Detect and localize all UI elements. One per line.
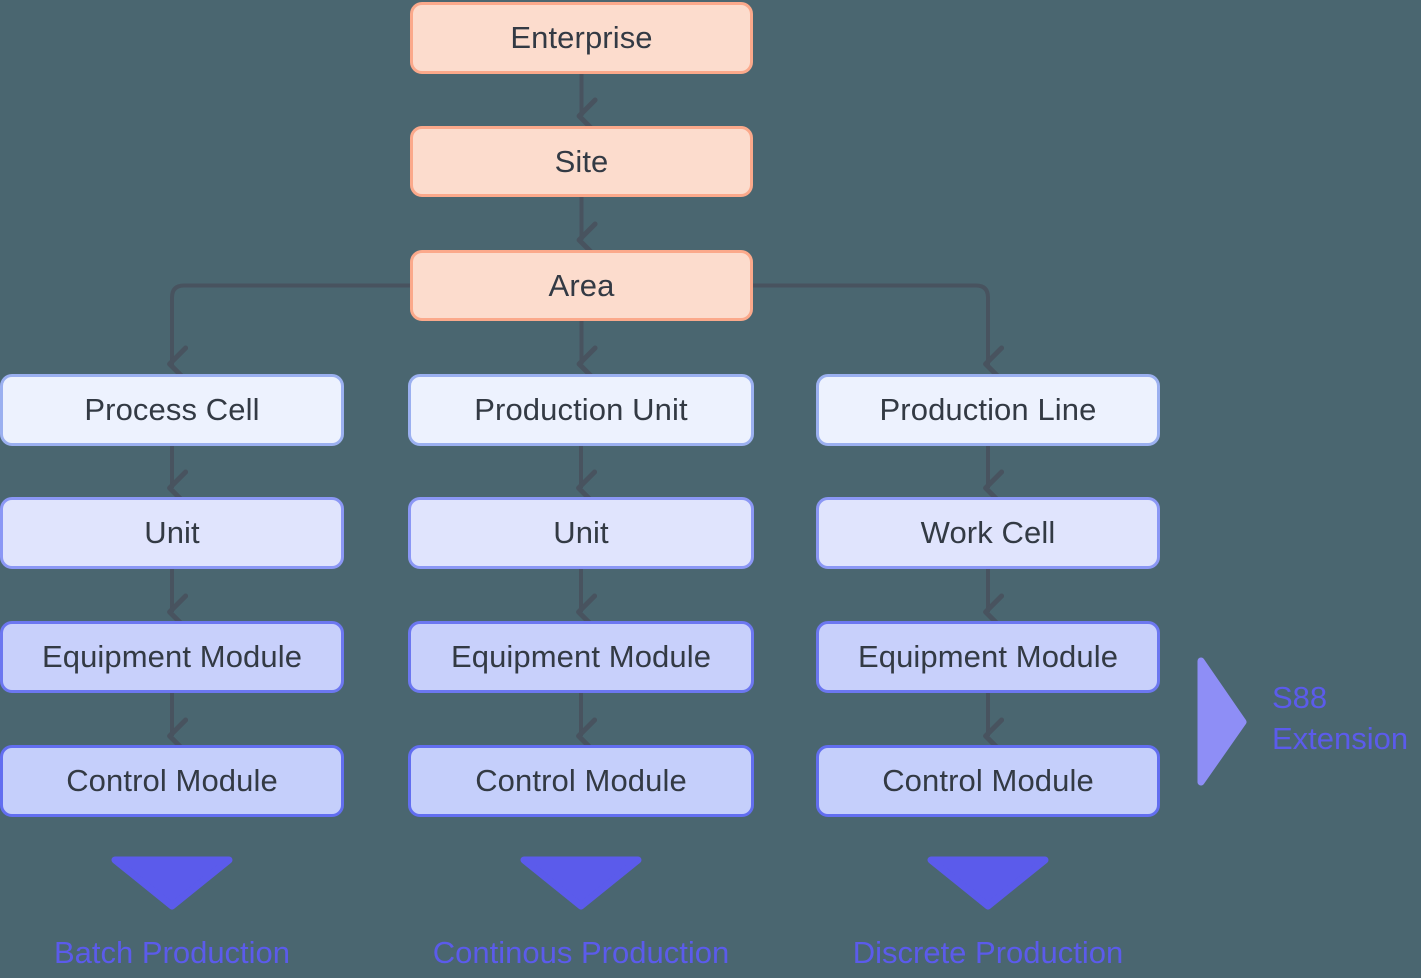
node-process-cell[interactable]: Process Cell: [0, 374, 344, 446]
node-unit-batch-label: Unit: [144, 515, 200, 551]
node-control-module-batch-label: Control Module: [66, 763, 278, 799]
node-area[interactable]: Area: [410, 250, 753, 321]
connector-area-production-line: [751, 283, 988, 365]
node-equipment-module-batch[interactable]: Equipment Module: [0, 621, 344, 693]
node-equipment-module-discrete[interactable]: Equipment Module: [816, 621, 1160, 693]
node-work-cell-label: Work Cell: [920, 515, 1056, 551]
node-equipment-module-batch-label: Equipment Module: [41, 639, 303, 675]
node-enterprise-label: Enterprise: [510, 20, 653, 56]
node-area-label: Area: [548, 267, 615, 303]
continuous-production-triangle-icon: [520, 856, 642, 910]
node-control-module-discrete-label: Control Module: [882, 763, 1094, 799]
node-unit-batch[interactable]: Unit: [0, 497, 344, 569]
node-work-cell[interactable]: Work Cell: [816, 497, 1160, 569]
node-equipment-module-discrete-label: Equipment Module: [857, 639, 1119, 675]
node-production-unit[interactable]: Production Unit: [408, 374, 754, 446]
node-control-module-batch[interactable]: Control Module: [0, 745, 344, 817]
node-unit-continuous-label: Unit: [553, 515, 609, 551]
s88-extension-line-2: Extension: [1272, 720, 1409, 756]
node-production-line-label: Production Line: [879, 392, 1097, 428]
caption-discrete-production: Discrete Production: [852, 935, 1124, 970]
node-enterprise[interactable]: Enterprise: [410, 2, 753, 74]
node-process-cell-label: Process Cell: [84, 392, 260, 428]
node-control-module-continuous-label: Control Module: [475, 763, 687, 799]
discrete-production-triangle-icon: [927, 856, 1049, 910]
caption-continuous-production: Continous Production: [432, 935, 730, 970]
s88-extension-line-1: S88: [1272, 680, 1328, 715]
node-equipment-module-continuous-label: Equipment Module: [450, 639, 712, 675]
node-site[interactable]: Site: [410, 126, 753, 197]
connector-area-process-cell: [172, 283, 412, 365]
s88-extension-arrow-icon: [1197, 657, 1247, 786]
node-control-module-continuous[interactable]: Control Module: [408, 745, 754, 817]
node-equipment-module-continuous[interactable]: Equipment Module: [408, 621, 754, 693]
node-site-label: Site: [554, 143, 609, 179]
node-production-unit-label: Production Unit: [474, 392, 688, 428]
node-control-module-discrete[interactable]: Control Module: [816, 745, 1160, 817]
caption-batch-production: Batch Production: [53, 935, 291, 970]
node-production-line[interactable]: Production Line: [816, 374, 1160, 446]
s88-extension-label: S88 Extension: [1272, 678, 1408, 760]
batch-production-triangle-icon: [111, 856, 233, 910]
node-unit-continuous[interactable]: Unit: [408, 497, 754, 569]
